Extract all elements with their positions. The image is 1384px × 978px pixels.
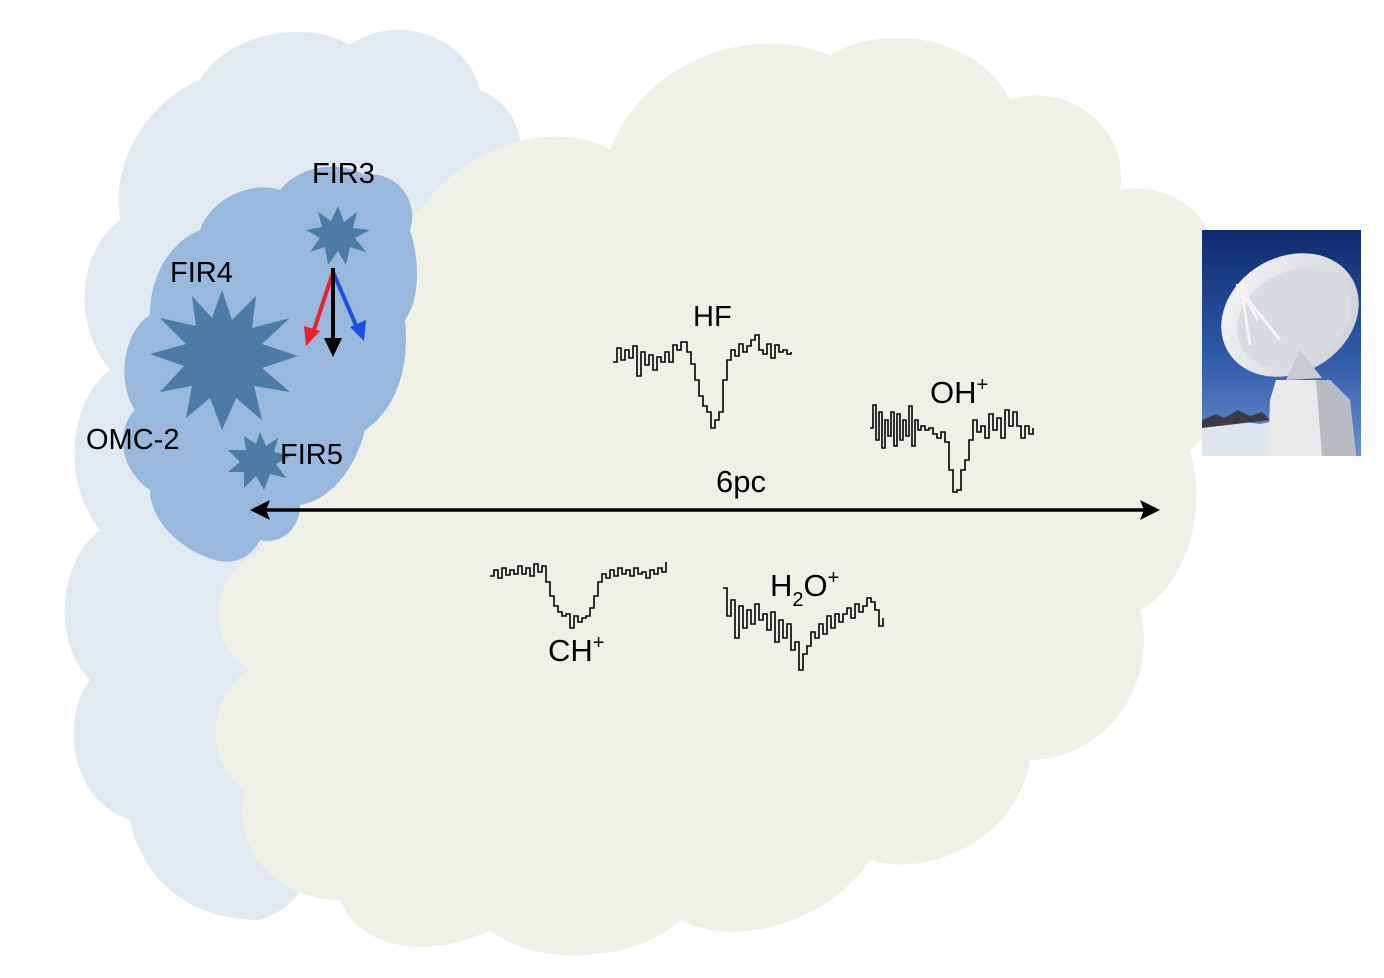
ch-spectrum	[490, 562, 667, 629]
foreground-cloud	[215, 37, 1232, 956]
fir4-label: FIR4	[170, 257, 233, 289]
ch-label-sup: +	[593, 632, 605, 654]
h2o-label-sub: 2	[792, 589, 803, 611]
h2o-label: H2O+	[770, 567, 839, 611]
stars	[150, 206, 370, 490]
fir3-label: FIR3	[312, 158, 375, 190]
fir3-star	[306, 206, 370, 265]
outflow-blue-arrow	[331, 271, 360, 331]
h2o-spectrum	[723, 587, 884, 671]
oh-label-main: OH	[930, 375, 977, 410]
outflow-blue-arrowhead	[350, 320, 366, 341]
ch-label-main: CH	[548, 633, 593, 668]
hf-label: HF	[693, 301, 732, 333]
oh-spectrum	[870, 404, 1034, 493]
hf-spectrum	[613, 334, 792, 429]
fir5-label: FIR5	[280, 439, 343, 471]
distance-arrow	[250, 500, 1160, 520]
oh-label-sup: +	[977, 374, 989, 396]
h2o-label-o: O	[804, 568, 828, 603]
h2o-label-sup: +	[828, 567, 840, 589]
fir3-outflow	[304, 268, 366, 357]
fir4-star	[150, 290, 298, 430]
outflow-black-arrowhead	[324, 338, 342, 357]
omc2-label: OMC-2	[86, 424, 179, 456]
ch-label: CH+	[548, 632, 604, 668]
oh-label: OH+	[930, 374, 988, 410]
outflow-red-arrowhead	[304, 326, 320, 346]
outflow-red-arrow	[310, 271, 335, 337]
fir5-star	[228, 432, 290, 490]
distance-arrowhead-right	[1140, 500, 1160, 520]
distance-label: 6pc	[716, 464, 766, 499]
spectra	[490, 334, 1034, 671]
h2o-label-h: H	[770, 568, 792, 603]
radio-telescope-icon	[1202, 230, 1361, 456]
distance-arrowhead-left	[250, 500, 270, 520]
